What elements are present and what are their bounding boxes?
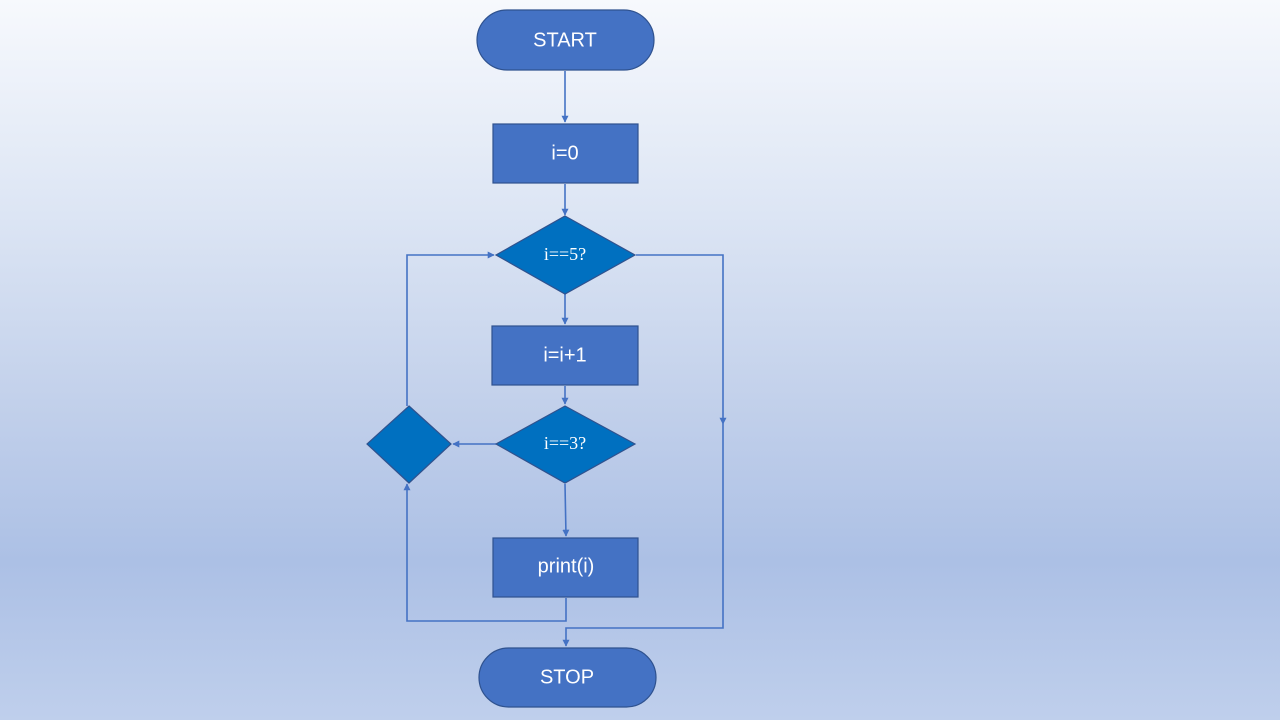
connector-check5-exit-down [636, 254, 727, 425]
print-label: print(i) [538, 555, 595, 577]
check3-label: i==3? [544, 433, 586, 453]
connector-check3-to-print [562, 483, 570, 537]
connectors [403, 71, 727, 647]
init-label: i=0 [551, 142, 578, 164]
check5-label: i==5? [544, 244, 586, 264]
stop-label: STOP [540, 666, 594, 688]
connector-join-loop-to-check5 [406, 251, 495, 406]
check5-decision-node: i==5? [494, 215, 637, 295]
connector-print-loop-to-join [403, 483, 567, 622]
stop-node: STOP [478, 647, 657, 708]
start-label: START [533, 29, 597, 51]
init-process-node: i=0 [492, 123, 639, 184]
start-node: START [476, 9, 655, 71]
join-decision-node [366, 405, 452, 484]
increment-process-node: i=i+1 [491, 325, 639, 386]
print-process-node: print(i) [492, 537, 639, 598]
increment-label: i=i+1 [543, 344, 586, 366]
connector-exit-to-stop [562, 424, 724, 647]
check3-decision-node: i==3? [494, 405, 637, 484]
